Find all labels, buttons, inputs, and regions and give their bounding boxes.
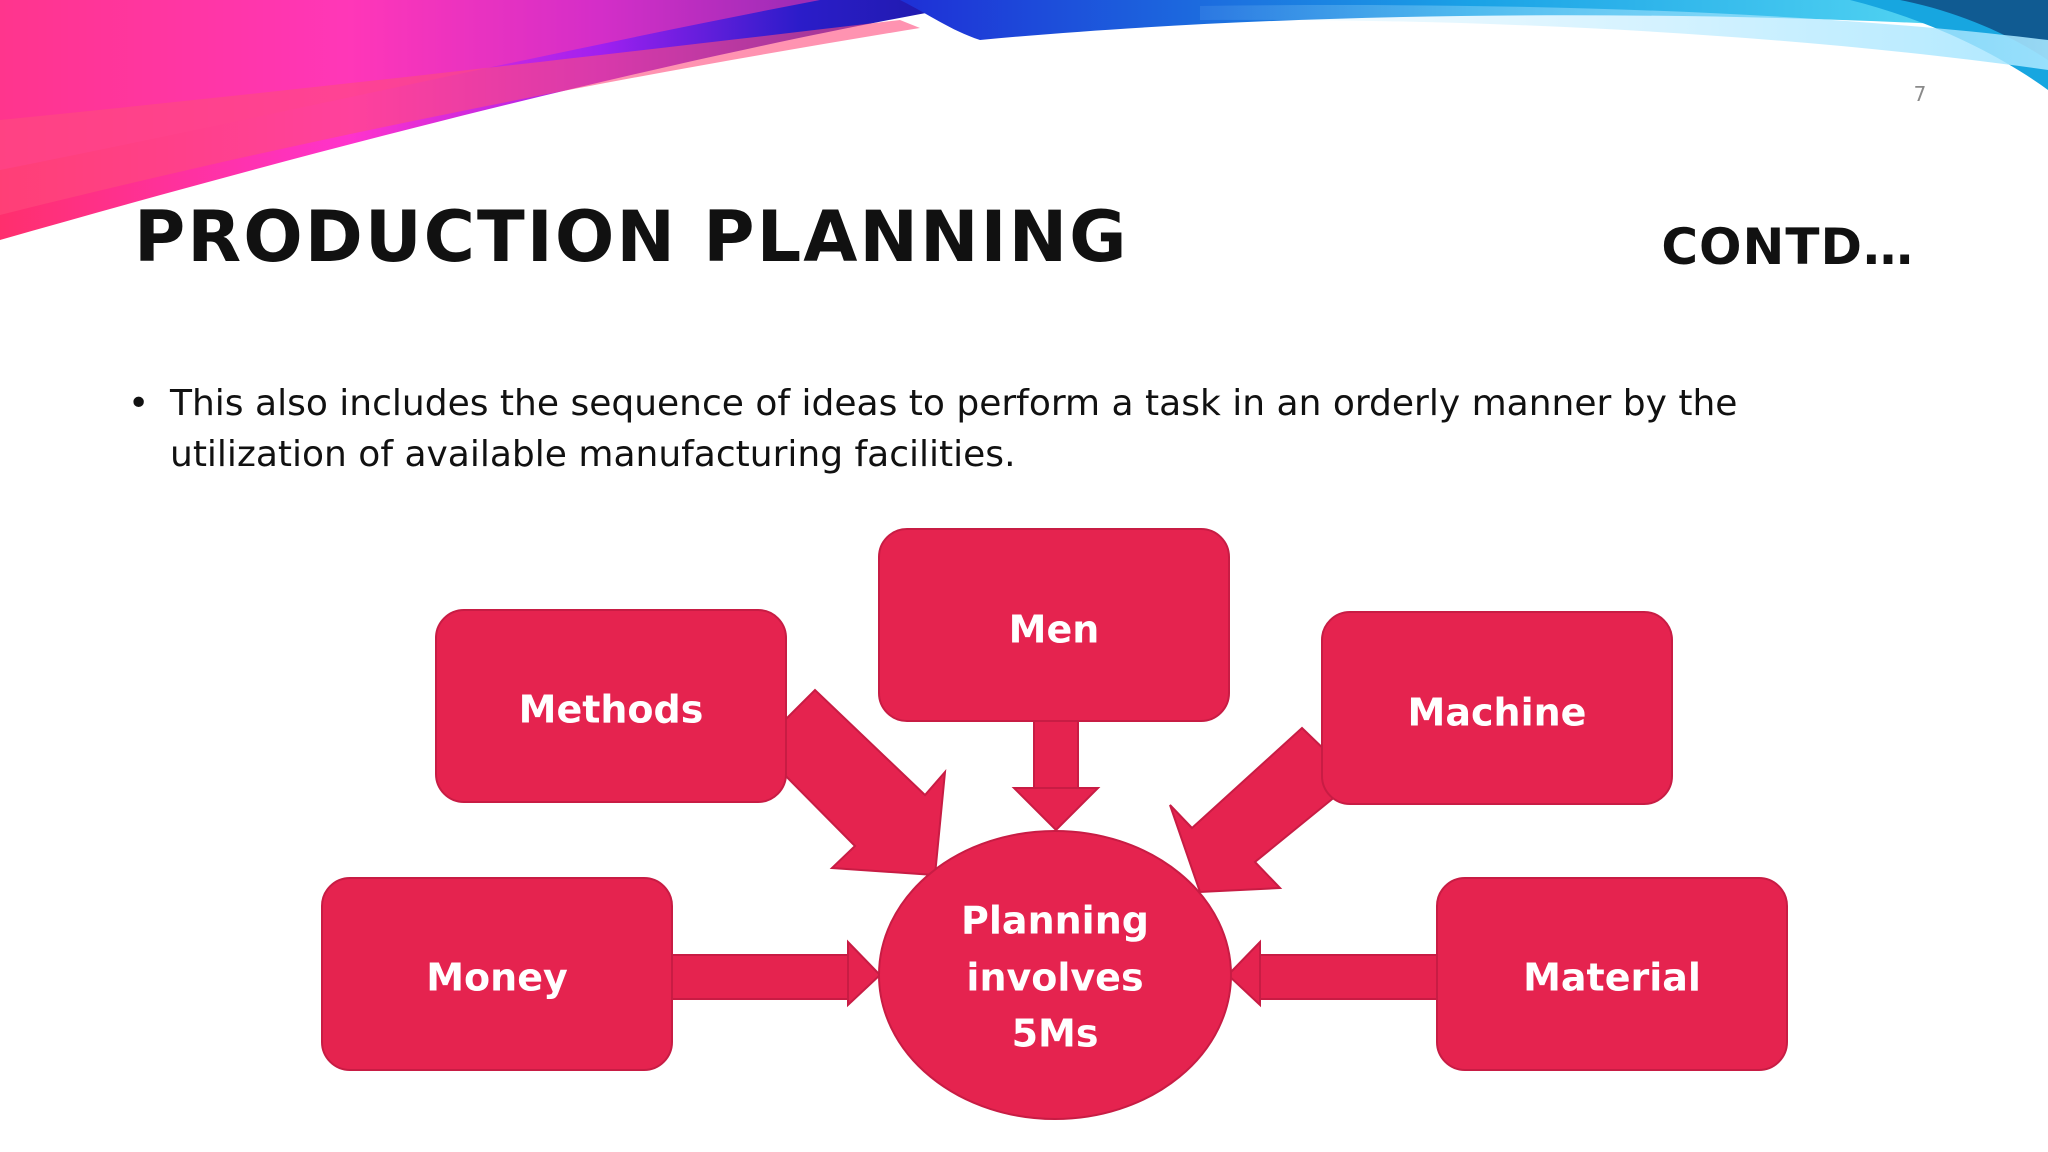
node-machine: Machine: [1321, 611, 1673, 805]
slide-number: 7: [1913, 82, 1927, 106]
node-men-label: Men: [1009, 608, 1100, 652]
bullet-text: This also includes the sequence of ideas…: [170, 383, 1738, 475]
node-methods-label: Methods: [519, 688, 704, 732]
arrow-material-to-center: [1226, 939, 1439, 1008]
node-money: Money: [321, 877, 673, 1071]
arrow-money-to-center: [671, 939, 882, 1008]
center-line-2: involves: [966, 956, 1143, 1000]
center-line-3: 5Ms: [1012, 1012, 1099, 1056]
node-men: Men: [878, 528, 1230, 722]
node-material: Material: [1436, 877, 1788, 1071]
arrow-men-to-center: [1011, 719, 1101, 832]
bullet-item: • This also includes the sequence of ide…: [128, 378, 1778, 480]
decorative-swoosh: [0, 0, 2048, 240]
bullet-list: • This also includes the sequence of ide…: [128, 378, 1778, 480]
node-methods: Methods: [435, 609, 787, 803]
slide-title: PRODUCTION PLANNING: [134, 196, 1129, 278]
bullet-dot-icon: •: [128, 383, 150, 424]
node-money-label: Money: [426, 956, 568, 1000]
node-material-label: Material: [1523, 956, 1701, 1000]
node-machine-label: Machine: [1408, 691, 1587, 735]
center-node: Planning involves 5Ms: [878, 830, 1232, 1120]
slide-title-suffix: CONTD…: [1661, 218, 1914, 276]
center-line-1: Planning: [961, 899, 1149, 943]
